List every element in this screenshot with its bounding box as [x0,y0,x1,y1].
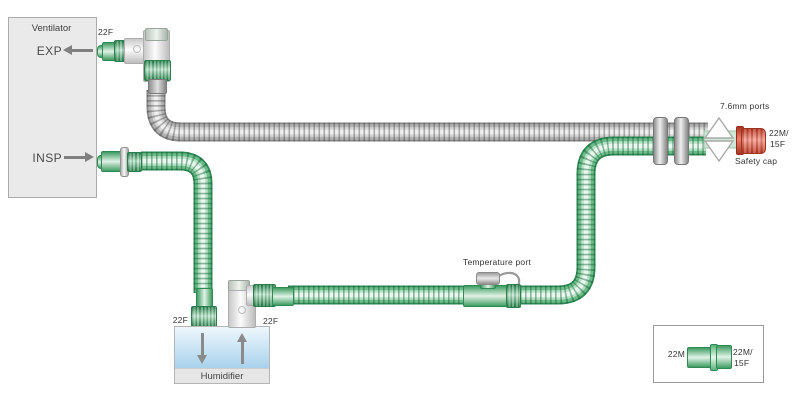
cap-size-line1: 22M/ [769,128,789,138]
up-arrow-icon [237,333,247,342]
wye-flange-right [674,117,689,165]
humidifier-inlet-size-label: 22F [172,315,188,325]
legend-connector-right [716,345,732,369]
down-arrow-shaft [201,333,204,356]
temperature-port-ring [506,284,521,308]
ventilator-title: Ventilator [31,23,72,34]
insp-port-label: INSP [32,151,62,165]
exp-tube-adapter [148,79,167,94]
humidifier-outlet-size-label: 22F [263,316,279,326]
temperature-port-cap [476,272,500,285]
expiratory-tube [156,90,708,132]
outlet-barb-connector [272,287,294,306]
wye-flange-left [653,117,668,165]
port-cap-bottom-icon [703,140,735,163]
port-cap-top-icon [703,116,735,139]
insp-arrow-icon [85,152,94,162]
legend-left-size-label: 22M [667,349,685,359]
cap-size-line2: 15F [770,139,786,149]
exp-elbow-collar [144,60,171,81]
outlet-elbow-detail-ring [238,306,246,314]
humidifier-water [175,327,269,368]
exp-elbow-cap [145,28,168,41]
safety-cap [741,128,766,154]
exp-arrow-shaft [70,49,93,52]
humidifier-title: Humidifier [175,368,269,383]
legend-right-size-line2: 15F [734,358,750,368]
humidifier-box: Humidifier [174,326,270,384]
legend-right-size-line1: 22M/ [733,347,753,357]
down-arrow-icon [197,355,207,364]
ports-size-label: 7.6mm ports [720,101,770,111]
exp-port-label: EXP [36,44,62,58]
temperature-port-label: Temperature port [463,257,531,267]
insp-arrow-shaft [64,156,86,159]
ventilator-box [8,17,97,198]
exp-elbow-detail-ring [133,45,141,53]
exp-arrow-icon [63,45,72,55]
exp-elbow-size-label: 22F [98,27,114,37]
up-arrow-shaft [241,341,244,364]
insp-ribbed-ring [127,152,142,172]
inspiratory-tube-to-humidifier [141,161,203,293]
humidifier-inlet-collar [191,306,217,328]
safety-cap-label: Safety cap [735,156,778,166]
